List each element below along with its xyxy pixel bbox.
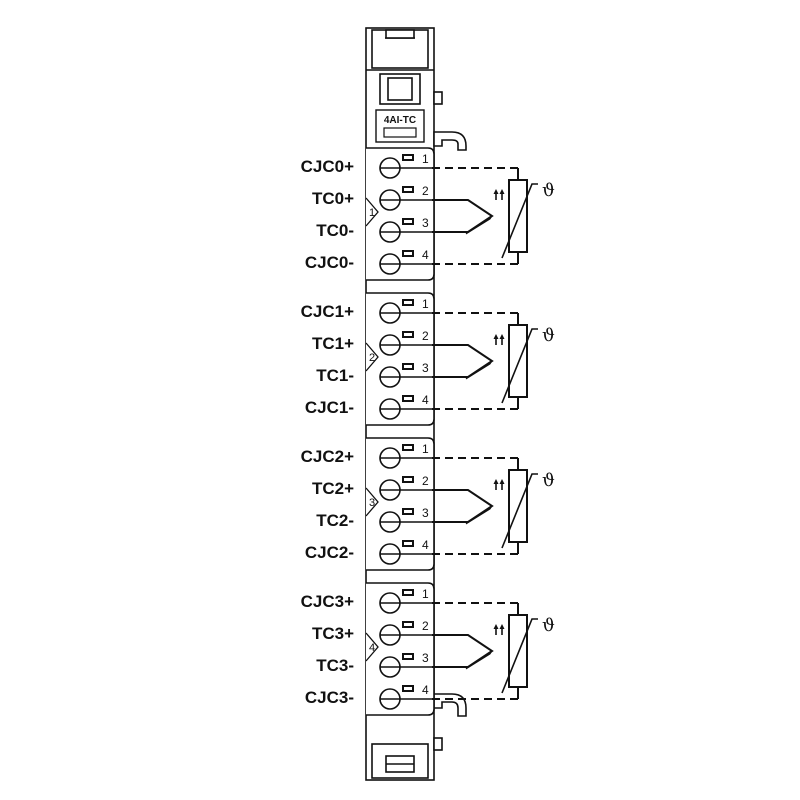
heat-arrow-head xyxy=(493,479,499,484)
thermocouple-junction xyxy=(465,650,493,670)
pin-number: 2 xyxy=(422,619,429,633)
release-slot-inner xyxy=(404,301,412,304)
heat-arrow-head xyxy=(493,624,499,629)
group-marker xyxy=(365,632,379,662)
heat-arrow-head xyxy=(499,479,505,484)
thermocouple xyxy=(432,344,494,378)
thermistor-diagonal xyxy=(501,473,538,549)
module-label-plate: 4AI-TC xyxy=(375,109,425,143)
pin-number: 3 xyxy=(422,361,429,375)
module-label: 4AI-TC xyxy=(384,115,416,126)
pin-number: 4 xyxy=(422,248,429,262)
terminal-label: TC0+ xyxy=(312,189,354,208)
group-marker xyxy=(365,197,379,227)
temperature-symbol: ϑ xyxy=(542,180,555,201)
heat-arrow-head xyxy=(499,334,505,339)
thermistor-diagonal xyxy=(501,328,538,404)
release-slot-inner xyxy=(404,333,412,336)
temperature-symbol: ϑ xyxy=(542,325,555,346)
group-marker xyxy=(365,487,379,517)
thermocouple-junction xyxy=(465,215,493,235)
terminal-block xyxy=(366,582,435,716)
pin-number: 4 xyxy=(422,393,429,407)
release-slot-inner xyxy=(404,655,412,658)
release-slot-inner xyxy=(404,478,412,481)
release-slot-inner xyxy=(404,446,412,449)
group-number: 1 xyxy=(369,207,375,219)
terminal-label: TC3- xyxy=(316,656,354,675)
terminal-label: TC3+ xyxy=(312,624,354,643)
pin-number: 2 xyxy=(422,474,429,488)
pin-number: 3 xyxy=(422,506,429,520)
terminal-block xyxy=(366,147,435,281)
group-number: 4 xyxy=(369,642,375,654)
thermistor xyxy=(508,179,528,253)
release-slot-inner xyxy=(404,220,412,223)
temperature-symbol: ϑ xyxy=(542,615,555,636)
pin-number: 3 xyxy=(422,651,429,665)
thermocouple xyxy=(432,489,494,523)
group-number: 2 xyxy=(369,352,375,364)
pin-number: 2 xyxy=(422,329,429,343)
pin-number: 1 xyxy=(422,587,429,601)
group-number: 3 xyxy=(369,497,375,509)
heat-arrow-head xyxy=(493,189,499,194)
terminal-label: CJC3+ xyxy=(301,592,354,611)
thermocouple-junction xyxy=(465,505,493,525)
terminal-label: CJC1- xyxy=(305,398,354,417)
pin-number: 3 xyxy=(422,216,429,230)
thermocouple-junction xyxy=(465,360,493,380)
terminal-label: TC1- xyxy=(316,366,354,385)
terminal-block xyxy=(366,437,435,571)
thermistor-diagonal xyxy=(501,618,538,694)
thermocouple xyxy=(432,634,494,668)
terminal-label: CJC3- xyxy=(305,688,354,707)
terminal-label: CJC0- xyxy=(305,253,354,272)
release-slot-inner xyxy=(404,542,412,545)
terminal-label: TC2+ xyxy=(312,479,354,498)
group-marker xyxy=(365,342,379,372)
terminal-label: CJC2- xyxy=(305,543,354,562)
terminal-block xyxy=(366,292,435,426)
heat-arrow-head xyxy=(499,624,505,629)
release-slot-inner xyxy=(404,687,412,690)
terminal-label: CJC2+ xyxy=(301,447,354,466)
release-slot-inner xyxy=(404,623,412,626)
thermistor xyxy=(508,324,528,398)
terminal-label: TC1+ xyxy=(312,334,354,353)
release-slot-inner xyxy=(404,365,412,368)
terminal-label: TC0- xyxy=(316,221,354,240)
pin-number: 1 xyxy=(422,152,429,166)
terminal-label: CJC0+ xyxy=(301,157,354,176)
pin-number: 2 xyxy=(422,184,429,198)
heat-arrow-head xyxy=(499,189,505,194)
pin-number: 1 xyxy=(422,297,429,311)
release-slot-inner xyxy=(404,591,412,594)
heat-arrow-head xyxy=(493,334,499,339)
temperature-symbol: ϑ xyxy=(542,470,555,491)
terminal-groups: 1CJC0+1TC0+2TC0-3CJC0-4ϑ2CJC1+1TC1+2TC1-… xyxy=(301,147,555,716)
pin-number: 4 xyxy=(422,683,429,697)
release-slot-inner xyxy=(404,188,412,191)
thermistor-diagonal xyxy=(501,183,538,259)
thermocouple xyxy=(432,199,494,233)
release-slot-inner xyxy=(404,510,412,513)
pin-number: 1 xyxy=(422,442,429,456)
release-slot-inner xyxy=(404,156,412,159)
thermistor xyxy=(508,614,528,688)
module-body xyxy=(365,27,467,781)
release-slot-inner xyxy=(404,252,412,255)
thermistor xyxy=(508,469,528,543)
pin-number: 4 xyxy=(422,538,429,552)
terminal-label: CJC1+ xyxy=(301,302,354,321)
terminal-label: TC2- xyxy=(316,511,354,530)
release-slot-inner xyxy=(404,397,412,400)
